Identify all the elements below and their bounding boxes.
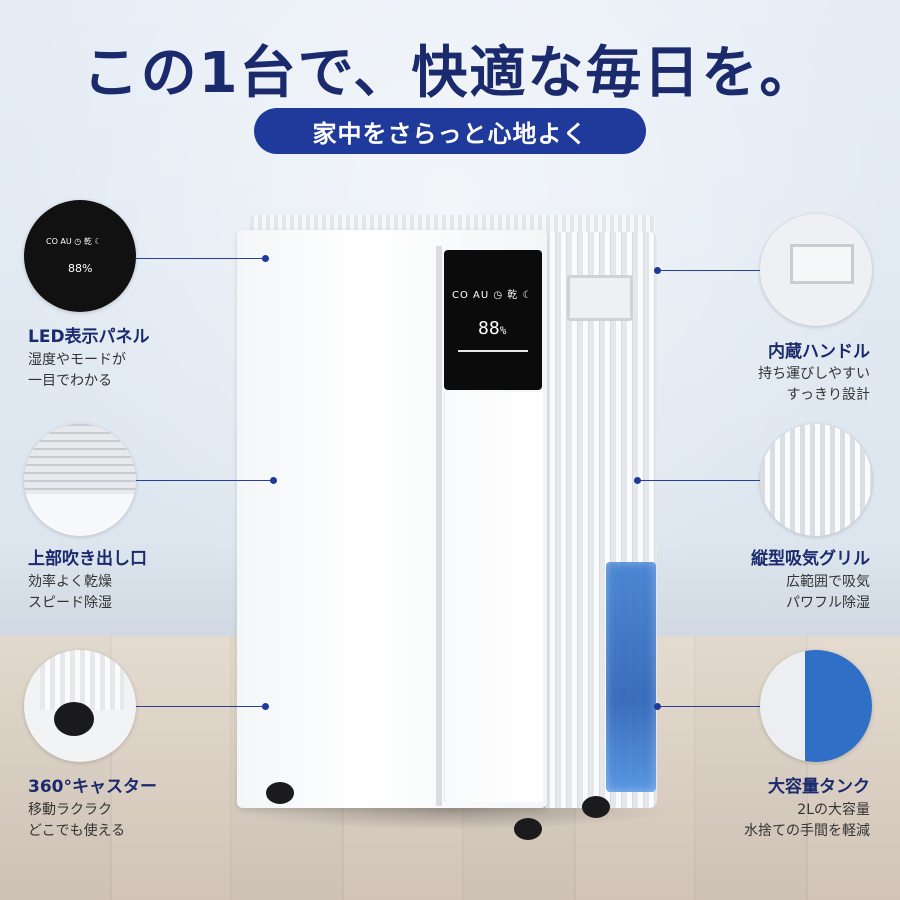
caster-leader-dot xyxy=(262,703,269,710)
grill-leader-line xyxy=(640,480,760,481)
led-title: LED表示パネル xyxy=(28,327,150,347)
led-closeup-readout: 88% xyxy=(68,262,92,275)
vent-desc-line: 効率よく乾燥 xyxy=(28,574,112,590)
caster-wheel xyxy=(266,782,294,804)
vent-desc: 効率よく乾燥 スピード除湿 xyxy=(28,572,112,614)
humidity-unit: % xyxy=(499,324,507,337)
caster-closeup-body xyxy=(40,650,124,710)
product-water-tank xyxy=(606,562,656,792)
product-seam xyxy=(436,246,442,806)
led-display: CO AU ◷ 乾 ☾ 88% xyxy=(444,250,542,390)
subheadline-pill: 家中をさらっと心地よく xyxy=(254,108,646,154)
tank-closeup xyxy=(760,650,872,762)
caster-desc-line: 移動ラクラク xyxy=(28,802,112,818)
caster-desc-line: どこでも使える xyxy=(28,823,126,839)
grill-title: 縦型吸気グリル xyxy=(751,549,870,569)
headline: この1台で、快適な毎日を。 xyxy=(82,41,818,106)
tank-desc-line: 2Lの大容量 xyxy=(797,802,870,818)
caster-closeup-wheel xyxy=(54,702,94,736)
handle-leader-dot xyxy=(654,267,661,274)
handle-desc-line: すっきり設計 xyxy=(786,387,870,403)
caster-wheel xyxy=(582,796,610,818)
tank-desc-line: 水捨ての手間を軽減 xyxy=(744,823,870,839)
led-desc-line: 湿度やモードが xyxy=(28,352,126,368)
grill-desc: 広範囲で吸気 パワフル除湿 xyxy=(786,572,870,614)
led-desc-line: 一目でわかる xyxy=(28,373,112,389)
grill-leader-dot xyxy=(634,477,641,484)
led-closeup-icons: CO AU ◷ 乾 ☾ xyxy=(46,237,102,246)
grill-desc-line: 広範囲で吸気 xyxy=(786,574,870,590)
vent-leader-dot xyxy=(270,477,277,484)
vent-title: 上部吹き出し口 xyxy=(28,549,147,569)
handle-closeup xyxy=(760,214,872,326)
handle-closeup-slot xyxy=(790,244,854,284)
grill-closeup xyxy=(760,424,872,536)
led-mode-icons: CO AU ◷ 乾 ☾ xyxy=(452,290,533,301)
caster-desc: 移動ラクラク どこでも使える xyxy=(28,800,125,842)
grill-desc-line: パワフル除湿 xyxy=(786,595,870,611)
led-closeup-unit: % xyxy=(82,262,93,275)
led-desc: 湿度やモードが 一目でわかる xyxy=(28,350,126,392)
caster-closeup xyxy=(24,650,136,762)
led-readout: 88% xyxy=(478,318,506,339)
product-handle xyxy=(567,275,633,321)
tank-leader-dot xyxy=(654,703,661,710)
led-closeup: CO AU ◷ 乾 ☾ 88% xyxy=(24,200,136,312)
vent-closeup xyxy=(24,424,136,536)
caster-title: 360°キャスター xyxy=(28,777,157,797)
vent-leader-line xyxy=(136,480,272,481)
handle-desc-line: 持ち運びしやすい xyxy=(758,366,870,382)
vent-desc-line: スピード除湿 xyxy=(28,595,112,611)
tank-desc: 2Lの大容量 水捨ての手間を軽減 xyxy=(744,800,870,842)
tank-title: 大容量タンク xyxy=(768,777,870,797)
handle-desc: 持ち運びしやすい すっきり設計 xyxy=(758,364,870,406)
handle-title: 内蔵ハンドル xyxy=(768,342,870,362)
product-front-right xyxy=(444,392,543,802)
handle-leader-line xyxy=(660,270,760,271)
tank-leader-line xyxy=(660,706,760,707)
led-bar xyxy=(458,350,528,352)
led-leader-dot xyxy=(262,255,269,262)
led-closeup-value: 88 xyxy=(68,262,82,275)
caster-leader-line xyxy=(136,706,264,707)
humidity-value: 88 xyxy=(478,318,500,339)
caster-wheel xyxy=(514,818,542,840)
led-leader-line xyxy=(136,258,264,259)
subheadline-text: 家中をさらっと心地よく xyxy=(312,119,588,148)
